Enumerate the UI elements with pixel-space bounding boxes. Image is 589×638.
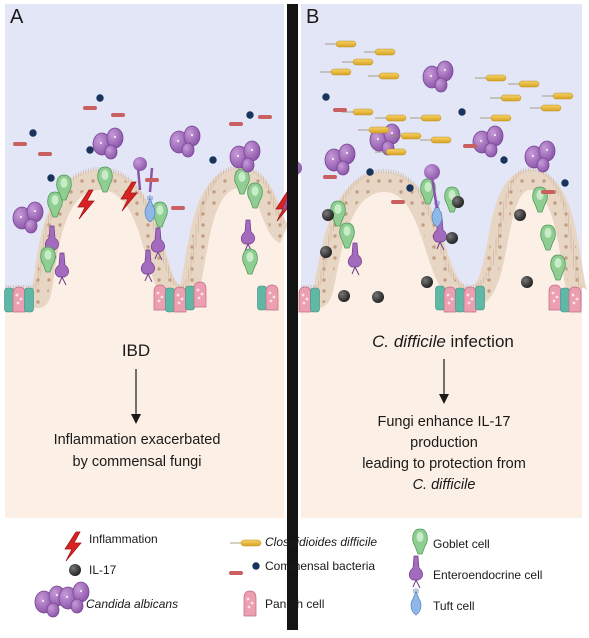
panel-b-outcome-line3: leading to protection from (362, 456, 526, 472)
panel-a-outcome-line1: Inflammation exacerbated (53, 432, 221, 448)
legend-commensal-label: Commensal bacteria (265, 559, 376, 573)
panel-a-outcome: Inflammation exacerbated by commensal fu… (15, 429, 259, 473)
legend-enteroendocrine-label: Enteroendocrine cell (433, 568, 543, 582)
panel-a-outcome-line2: by commensal fungi (72, 454, 202, 470)
panel-a-arrow (131, 369, 141, 424)
panel-b-candida (324, 60, 556, 209)
panel-b-letter: B (306, 6, 320, 28)
panel-b-outcome: Fungi enhance IL-17 production leading t… (318, 412, 570, 496)
panel-a-title: IBD (121, 341, 151, 360)
legend-goblet-label: Goblet cell (433, 537, 490, 551)
panel-b-title-italic: C. difficile (372, 332, 446, 351)
legend-il17-label: IL-17 (89, 563, 117, 577)
panel-a-letter: A (10, 6, 24, 28)
panel-b-tissue (301, 180, 582, 518)
panel-b-outcome-line2: production (410, 435, 478, 451)
panel-b-outcome-line1: Fungi enhance IL-17 (377, 414, 511, 430)
panel-a-tissue (5, 178, 284, 518)
legend-inflammation-label: Inflammation (89, 532, 158, 546)
legend-candida-label: Candida albicans (86, 597, 179, 611)
panel-divider (287, 4, 298, 630)
panel-b-arrow (439, 359, 449, 404)
legend-clostridioides-label: Clostridioides difficile (265, 535, 378, 549)
panel-b-title-rest: infection (445, 332, 514, 351)
legend-paneth-label: Paneth cell (265, 597, 325, 611)
legend-tuft-label: Tuft cell (433, 599, 475, 613)
panel-b-outcome-line4: C. difficile (412, 477, 476, 493)
panel-b-title: C. difficile infection (308, 332, 578, 352)
